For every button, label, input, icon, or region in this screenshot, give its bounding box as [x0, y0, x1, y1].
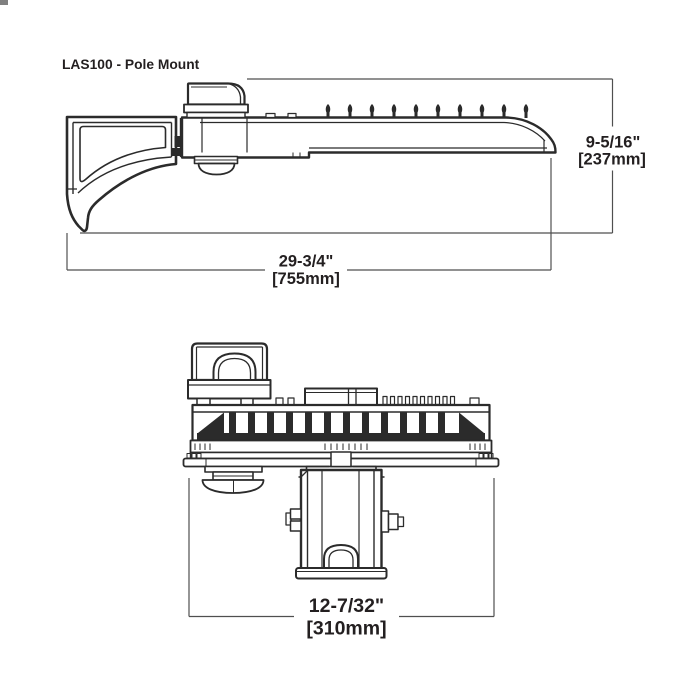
side-view: 9-5/16" [237mm] 29-3/4" [755mm]	[65, 78, 646, 288]
fin-bar	[267, 412, 274, 433]
latch-tab	[265, 112, 276, 119]
dim-length-inches: 29-3/4"	[279, 253, 334, 271]
fin-bar	[400, 412, 407, 433]
end-view: 12-7/32" [310mm]	[182, 342, 500, 640]
dim-width: 12-7/32" [310mm]	[188, 478, 495, 640]
fixture-body	[180, 112, 557, 159]
bolt-head	[412, 395, 418, 406]
fin-bar	[438, 412, 445, 433]
joint-hardware	[172, 148, 180, 156]
clamp-tenon	[330, 451, 352, 468]
dim-length: 29-3/4" [755mm]	[66, 158, 552, 288]
clamp-arch-inner	[328, 549, 354, 570]
clamp-bolt-right	[380, 510, 405, 533]
fin-base-band	[197, 433, 485, 441]
fin-bar	[419, 412, 426, 433]
bolt-head	[382, 395, 388, 406]
pole-mount-clamp	[285, 451, 405, 580]
bolt-head	[397, 395, 403, 406]
end-photocell	[201, 465, 265, 494]
arm-outline	[65, 115, 178, 233]
end-photocell-bar	[204, 465, 263, 473]
body-outline	[180, 116, 557, 159]
fin	[501, 104, 507, 118]
body-inner-top	[200, 121, 546, 142]
dim-width-inches: 12-7/32"	[309, 595, 384, 617]
driver-box-flange-step	[186, 111, 246, 119]
dim-length-mm: [755mm]	[272, 270, 340, 288]
dome-arch-inner	[217, 357, 252, 398]
fin-bar	[286, 412, 293, 433]
sensor-dome	[187, 342, 272, 407]
bolt-head	[434, 395, 441, 406]
dim-height-mm: [237mm]	[578, 151, 646, 169]
fin	[369, 104, 375, 118]
bolt-head	[442, 395, 448, 406]
bolt-head	[449, 395, 456, 406]
dim-width-mm: [310mm]	[306, 618, 386, 640]
fin	[435, 104, 441, 118]
driver-box	[183, 82, 249, 119]
fin	[523, 104, 529, 118]
dim-height-inches: 9-5/16"	[586, 134, 641, 152]
fin-bar	[343, 412, 350, 433]
fin-bar	[305, 412, 312, 433]
fin	[479, 104, 485, 118]
dim-height: 9-5/16" [237mm]	[80, 78, 646, 234]
fin-bar	[324, 412, 331, 433]
clamp-bolt-left	[285, 508, 302, 532]
fin-bar	[381, 412, 388, 433]
dome-flange	[187, 379, 272, 400]
scan-artifact	[0, 0, 8, 5]
clamp-arch	[323, 544, 359, 570]
heatsink-fins	[325, 104, 529, 118]
driver-box-flange	[183, 103, 249, 114]
photocell	[193, 155, 239, 176]
bolt-head	[427, 395, 433, 406]
end-gusset-right	[459, 412, 484, 433]
drawing-title: LAS100 - Pole Mount	[62, 57, 200, 72]
clamp-base	[295, 567, 388, 580]
bolt-head	[404, 395, 411, 406]
fin-bar	[362, 412, 369, 433]
fin-bar	[248, 412, 255, 433]
fin-bar	[229, 412, 236, 433]
latch-tab	[287, 112, 297, 119]
junction-box	[304, 387, 378, 406]
bolt-head	[389, 395, 396, 406]
fin	[391, 104, 397, 118]
fin	[457, 104, 463, 118]
junction-box-outline	[304, 387, 378, 406]
joint-block	[174, 136, 181, 147]
arm-inner-wall	[72, 121, 173, 194]
end-gusset-left	[198, 412, 224, 433]
arm-window	[79, 125, 167, 183]
mounting-arm	[65, 115, 182, 233]
fin	[347, 104, 353, 118]
fin	[413, 104, 419, 118]
end-fins	[198, 412, 484, 433]
bolt-head	[419, 395, 426, 406]
fin	[325, 104, 331, 118]
lower-rail	[189, 439, 493, 454]
photocell-dome	[197, 162, 236, 176]
driver-box-inner-curve	[227, 82, 242, 105]
